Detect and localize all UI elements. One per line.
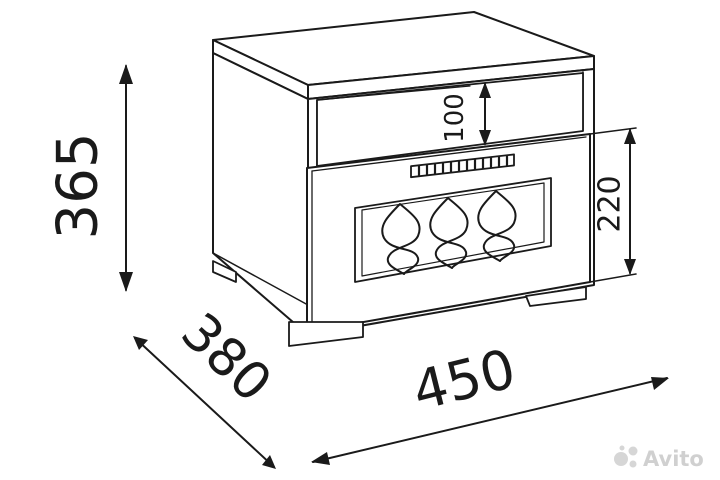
drawer-handle	[410, 153, 515, 179]
ornament-pattern	[381, 190, 517, 275]
foot-front-left	[288, 321, 364, 347]
decorative-panel	[354, 177, 552, 283]
height-label: 365	[46, 133, 111, 240]
niche-back-edge	[316, 85, 471, 101]
depth-dimension-arrow	[133, 336, 276, 469]
foot-front-right	[525, 286, 587, 307]
nightstand	[212, 11, 595, 347]
height-dimension-arrow	[119, 64, 133, 292]
open-shelf-niche	[316, 72, 584, 167]
shelf-height-dimension-arrow	[479, 82, 491, 146]
drawer-height-label: 220	[593, 175, 628, 232]
side-panel-lower-edge	[212, 252, 309, 306]
drawer-top-bevel	[311, 136, 587, 172]
shelf-height-label: 100	[440, 93, 470, 143]
depth-label: 380	[169, 302, 282, 414]
side-panel	[212, 52, 309, 336]
foot-back-left	[212, 260, 237, 283]
width-label: 450	[406, 337, 521, 423]
dimension-lines	[119, 64, 669, 469]
drawer-height-dimension-arrow	[589, 127, 637, 283]
avito-logo-icon	[614, 445, 638, 468]
width-dimension-arrow	[311, 377, 669, 465]
watermark-text: Avito	[643, 447, 704, 471]
watermark: Avito	[614, 445, 704, 471]
